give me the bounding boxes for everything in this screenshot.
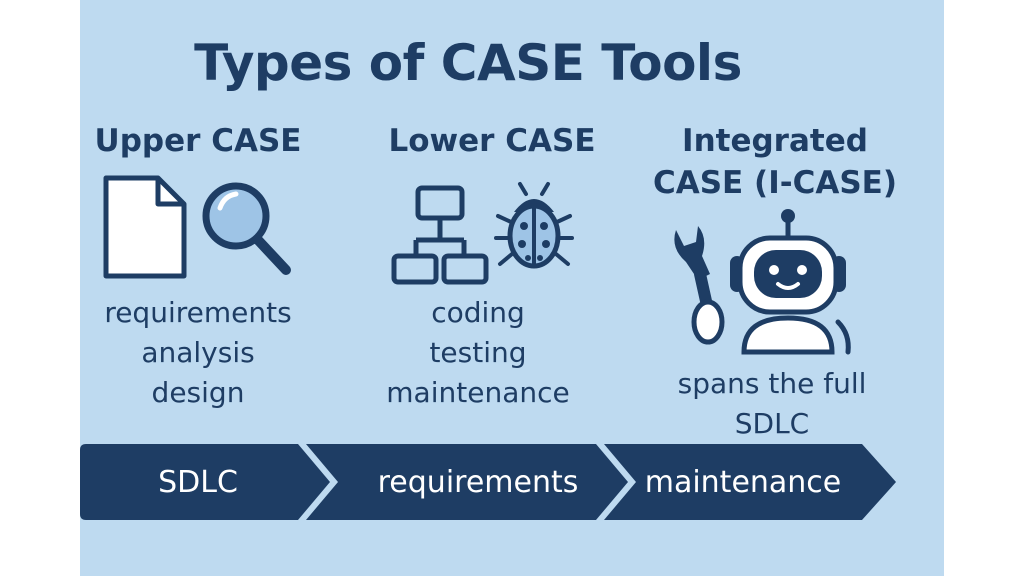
flowchart-icon (391, 185, 489, 285)
item-spans-full: spans the full (677, 367, 867, 400)
item-requirements: requirements (104, 296, 292, 329)
document-icon (103, 175, 187, 279)
heading-integrated-case: Integrated CASE (I-CASE) (640, 120, 910, 204)
heading-integrated-line-2: CASE (I-CASE) (652, 165, 898, 201)
item-testing: testing (429, 336, 527, 369)
wrench-icon (674, 226, 725, 345)
upper-case-items: requirements analysis design (80, 293, 316, 413)
timeline-segment-requirements (306, 444, 628, 520)
page-title: Types of CASE Tools (194, 34, 742, 92)
timeline-segment-maintenance (604, 444, 896, 520)
heading-lower-case: Lower CASE (388, 123, 596, 159)
magnifier-icon (202, 182, 291, 275)
timeline-segment-sdlc (80, 444, 330, 520)
item-coding: coding (431, 296, 525, 329)
timeline-label-sdlc: SDLC (158, 465, 238, 500)
timeline-label-requirements: requirements (377, 465, 579, 500)
item-design: design (151, 376, 245, 409)
item-analysis: analysis (141, 336, 255, 369)
timeline-label-maintenance: maintenance (644, 465, 842, 500)
bug-icon (494, 182, 574, 269)
heading-integrated-line-1: Integrated (682, 123, 868, 159)
item-maintenance: maintenance (386, 376, 570, 409)
heading-upper-case: Upper CASE (94, 123, 302, 159)
robot-icon (730, 209, 851, 355)
item-sdlc: SDLC (734, 407, 810, 440)
integrated-case-items: spans the full SDLC (640, 364, 904, 444)
lower-case-items: coding testing maintenance (372, 293, 584, 413)
